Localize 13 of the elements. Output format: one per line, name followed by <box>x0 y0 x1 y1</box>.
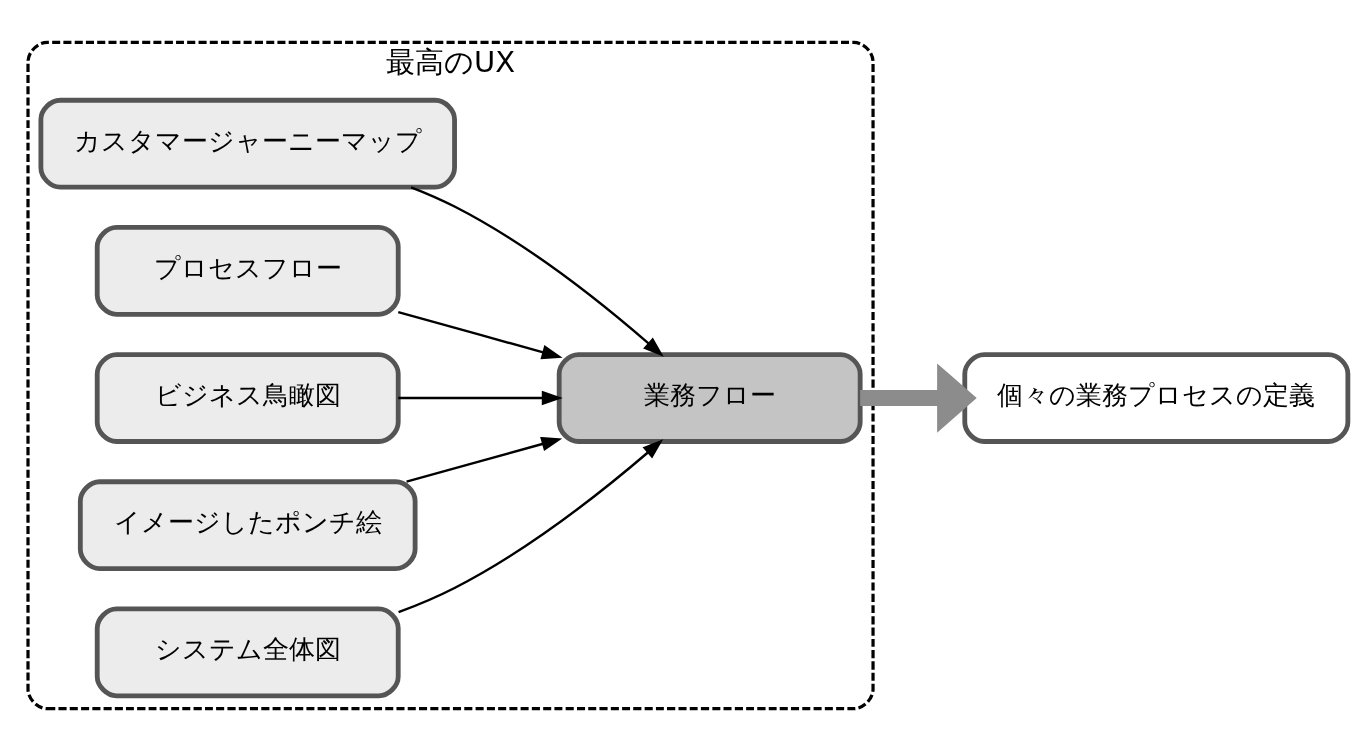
arrow <box>406 436 563 483</box>
node-box: システム全体図 <box>94 606 401 699</box>
node-box: 業務フロー <box>556 352 863 444</box>
node-box: イメージしたポンチ絵 <box>77 479 418 572</box>
arrow <box>397 311 563 360</box>
arrow <box>398 439 664 614</box>
arrow <box>860 363 977 433</box>
node-box: 個々の業務プロセスの定義 <box>962 352 1351 444</box>
node-box: プロセスフロー <box>94 225 401 317</box>
arrow <box>410 186 664 357</box>
node-box: ビジネス鳥瞰図 <box>94 352 401 444</box>
node-box: カスタマージャーニーマップ <box>38 97 457 190</box>
arrow <box>398 390 563 406</box>
